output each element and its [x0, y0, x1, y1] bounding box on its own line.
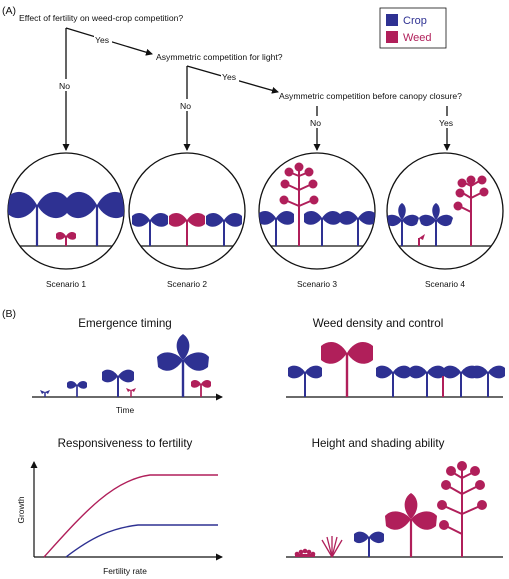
yes-label-1: Yes: [95, 35, 109, 45]
weed-plant: [169, 212, 205, 246]
weed-density-diagram: [286, 341, 505, 398]
prostrate-weed: [294, 548, 316, 557]
grass-weed: [321, 536, 343, 558]
crop-plant: [67, 191, 124, 246]
weed-seedling: [418, 234, 425, 246]
yes-label-3: Yes: [439, 118, 453, 128]
fertility-title: Responsiveness to fertility: [58, 437, 193, 450]
weed-plant: [385, 493, 437, 557]
crop-plant: [102, 369, 134, 397]
crop-plant: [259, 210, 294, 246]
crop-plant: [376, 365, 410, 397]
question-1: Effect of fertility on weed-crop competi…: [19, 13, 183, 23]
crop-plant: [40, 390, 50, 397]
crop-plant: [67, 380, 87, 397]
tall-weed: [437, 461, 487, 557]
panel-b-label: (B): [2, 308, 16, 320]
density-title: Weed density and control: [313, 317, 444, 330]
scenario-1-label: Scenario 1: [46, 279, 86, 289]
crop-plant: [419, 203, 453, 246]
weed-plant: [321, 341, 373, 397]
legend: Crop Weed: [379, 7, 447, 49]
time-label: Time: [116, 405, 135, 415]
crop-plant: [304, 210, 340, 246]
scenario-4-circle: [386, 152, 504, 270]
answer-labels: No Yes No Yes No Yes: [57, 34, 458, 128]
weed-plant: [191, 379, 211, 397]
question-2: Asymmetric competition for light?: [156, 52, 283, 62]
weed-response-curve: [43, 474, 218, 558]
crop-plant: [340, 210, 375, 246]
legend-weed-swatch: [386, 31, 398, 43]
question-3: Asymmetric competition before canopy clo…: [279, 91, 462, 101]
crop-plant: [8, 191, 67, 246]
weed-plant: [279, 162, 319, 246]
scenario-2-label: Scenario 2: [167, 279, 207, 289]
growth-label: Growth: [16, 496, 26, 523]
weed-plant: [56, 231, 76, 246]
fertility-rate-label: Fertility rate: [103, 566, 147, 576]
crop-plant: [471, 365, 505, 397]
scenario-2-circle: [128, 152, 246, 270]
crop-plant: [132, 212, 168, 246]
emergence-title: Emergence timing: [78, 317, 171, 330]
crop-plant: [288, 365, 322, 397]
scenario-1-circle: [7, 152, 125, 270]
weed-plant: [453, 175, 489, 246]
height-shading-diagram: [286, 461, 503, 558]
crop-response-curve: [65, 524, 218, 558]
crop-plant: [354, 531, 384, 557]
crop-plant: [206, 212, 242, 246]
no-label-1: No: [59, 81, 70, 91]
weed-seedling: [126, 388, 136, 397]
fertility-response-chart: [30, 461, 223, 561]
legend-crop-swatch: [386, 14, 398, 26]
crop-plant: [157, 334, 209, 397]
emergence-timing-diagram: [32, 334, 223, 401]
scenario-4-label: Scenario 4: [425, 279, 465, 289]
crop-plant: [410, 365, 444, 397]
no-label-3: No: [310, 118, 321, 128]
no-label-2: No: [180, 101, 191, 111]
legend-crop-label: Crop: [403, 15, 427, 27]
yes-label-2: Yes: [222, 72, 236, 82]
scenario-3-circle: [258, 152, 376, 270]
legend-weed-label: Weed: [403, 32, 432, 44]
crop-plant: [387, 203, 419, 246]
panel-a-label: (A): [2, 5, 16, 17]
height-title: Height and shading ability: [312, 437, 445, 450]
scenario-3-label: Scenario 3: [297, 279, 337, 289]
